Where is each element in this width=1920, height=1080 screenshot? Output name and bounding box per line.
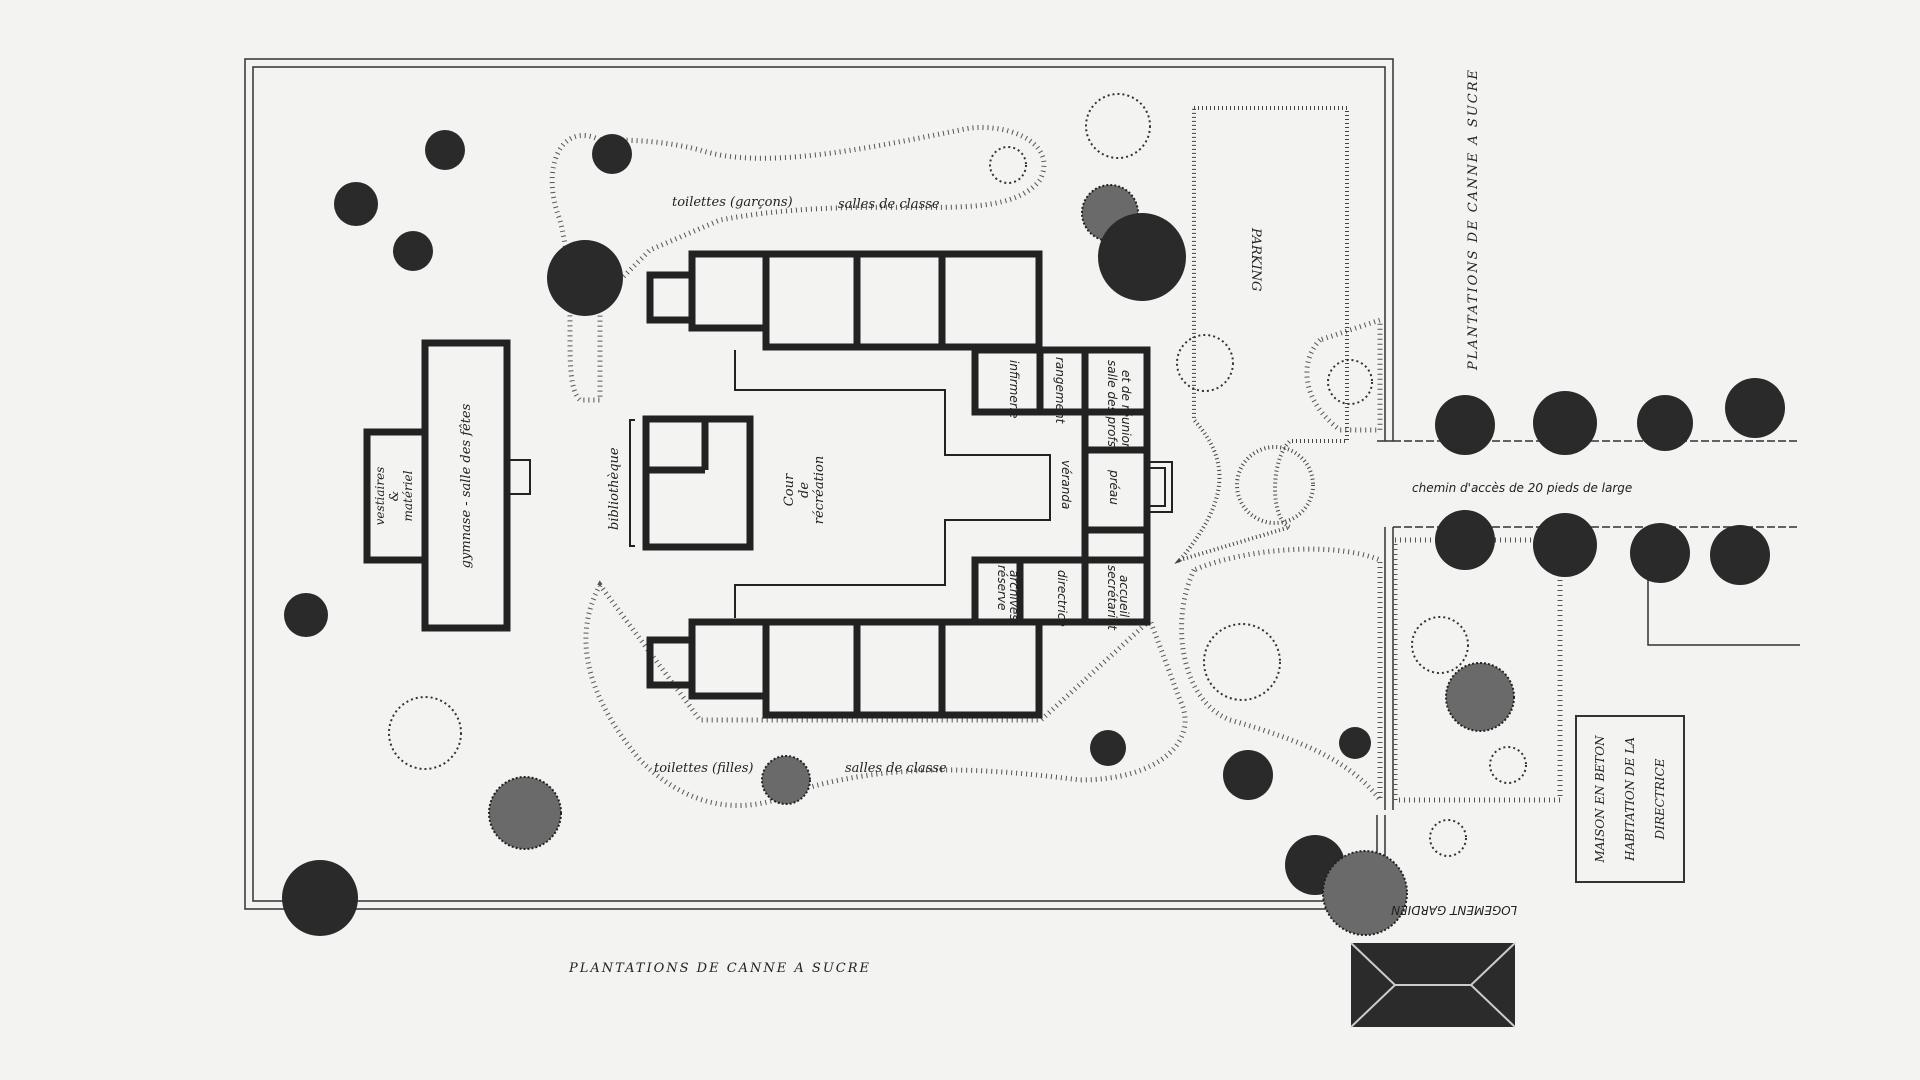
- tree: [989, 146, 1027, 184]
- tree: [547, 240, 623, 316]
- label-gym: gymnase - salle des fêtes: [459, 403, 474, 568]
- label-director: directrice: [1055, 570, 1069, 627]
- label-playground-2: de: [797, 482, 812, 498]
- director-house: [1575, 715, 1685, 883]
- label-toilets-boys: toilettes (garçons): [672, 195, 793, 210]
- label-house-3: DIRECTRICE: [1653, 758, 1667, 840]
- label-porch: préau: [1107, 469, 1121, 505]
- tree: [1090, 730, 1126, 766]
- label-plantations-bottom: PLANTATIONS DE CANNE A SUCRE: [568, 961, 871, 976]
- label-archives-1: réserve: [995, 565, 1009, 610]
- label-plantations-right: PLANTATIONS DE CANNE A SUCRE: [1466, 68, 1481, 371]
- tree: [488, 776, 562, 850]
- gym-building: [363, 339, 531, 632]
- classroom-wing-top: [646, 250, 1051, 618]
- tree: [393, 231, 433, 271]
- classroom-wing-bottom: [646, 618, 1043, 719]
- admin-building: [971, 346, 1173, 626]
- tree: [1223, 750, 1273, 800]
- tree: [1098, 213, 1186, 301]
- tree: [425, 130, 465, 170]
- tree: [1533, 513, 1597, 577]
- label-staff-room-2: et de réunion: [1119, 370, 1133, 451]
- tree: [1203, 623, 1281, 701]
- tree: [592, 134, 632, 174]
- label-toilets-girls: toilettes (filles): [654, 761, 754, 776]
- tree: [761, 755, 811, 805]
- label-changing: vestiaires & matériel: [373, 467, 415, 526]
- label-changing-3: matériel: [401, 470, 415, 521]
- garden-beds: [549, 124, 1563, 808]
- tree: [1710, 525, 1770, 585]
- tree: [1327, 359, 1373, 405]
- label-caretaker: LOGEMENT GARDIEN: [1391, 903, 1517, 917]
- tree: [1322, 850, 1408, 936]
- tree: [1489, 746, 1527, 784]
- label-classrooms-top: salles de classe: [838, 197, 940, 212]
- label-parking: PARKING: [1248, 227, 1263, 291]
- label-archives-2: archives: [1007, 570, 1021, 621]
- label-classrooms-bottom: salles de classe: [845, 761, 947, 776]
- tree: [1085, 93, 1151, 159]
- label-secretariat-1: secrétariat: [1105, 565, 1119, 631]
- tree: [1630, 523, 1690, 583]
- tree: [1429, 819, 1467, 857]
- tree: [1637, 395, 1693, 451]
- label-storage: rangement: [1053, 357, 1067, 425]
- tree: [284, 593, 328, 637]
- label-playground: Cour de récréation: [782, 456, 827, 524]
- tree: [1435, 395, 1495, 455]
- trees: [282, 93, 1785, 936]
- label-house-1: MAISON EN BETON: [1593, 735, 1607, 864]
- tree: [1435, 510, 1495, 570]
- tree: [1176, 334, 1234, 392]
- tree: [1411, 616, 1469, 674]
- label-library: bibliothèque: [607, 447, 622, 530]
- label-access-road: chemin d'accès de 20 pieds de large: [1412, 481, 1632, 495]
- tree: [1533, 391, 1597, 455]
- label-staff-room-1: salle des profs: [1105, 360, 1119, 447]
- tree: [1445, 662, 1515, 732]
- tree: [282, 860, 358, 936]
- label-house-2: HABITATION DE LA: [1623, 737, 1637, 862]
- label-playground-3: récréation: [812, 456, 827, 524]
- label-secretariat-2: accueil: [1117, 575, 1131, 618]
- label-veranda: véranda: [1059, 460, 1073, 509]
- label-director-house: MAISON EN BETON HABITATION DE LA DIRECTR…: [1593, 735, 1667, 864]
- label-infirmary: infirmerie: [1007, 360, 1021, 418]
- tree: [1339, 727, 1371, 759]
- tree: [388, 696, 462, 770]
- parking-lot: [1174, 106, 1349, 564]
- library-building: [629, 415, 754, 551]
- label-changing-1: vestiaires: [373, 467, 387, 526]
- tree: [334, 182, 378, 226]
- tree: [1725, 378, 1785, 438]
- label-changing-2: &: [387, 490, 401, 501]
- label-playground-1: Cour: [782, 473, 797, 506]
- caretaker-lodging: [1350, 942, 1516, 1028]
